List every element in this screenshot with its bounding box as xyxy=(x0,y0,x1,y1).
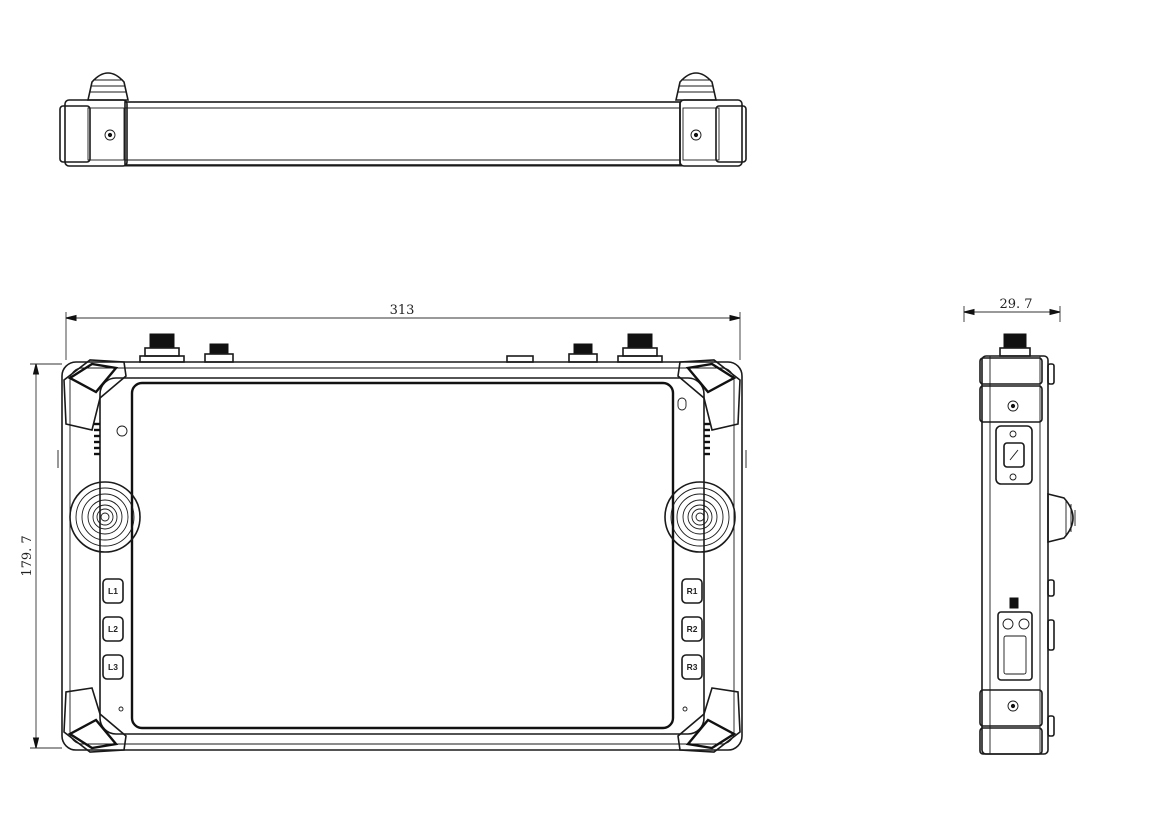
side-switch[interactable] xyxy=(1003,442,1025,468)
corner-bumper-bottom-right xyxy=(677,687,741,753)
corner-bumper-bottom-left xyxy=(63,687,127,753)
depth-value: 29. 7 xyxy=(999,297,1032,312)
front-view: L1 L2 L3 R1 R2 R3 xyxy=(20,303,747,753)
button-r3-label: R3 xyxy=(687,662,698,672)
screw-icon xyxy=(1007,700,1019,712)
top-view xyxy=(59,72,747,167)
side-view: 29. 7 xyxy=(963,297,1076,755)
antenna-connector-icon xyxy=(999,333,1031,357)
width-dimension: 313 xyxy=(65,303,741,360)
camera-sensor xyxy=(116,425,128,437)
depth-dimension: 29. 7 xyxy=(963,297,1061,322)
top-view-left-knob xyxy=(87,72,129,101)
side-port-panel xyxy=(997,611,1033,681)
button-l2-label: L2 xyxy=(108,624,118,634)
antenna-connector-icon xyxy=(139,333,185,363)
display-screen xyxy=(130,381,675,730)
screw-icon xyxy=(104,129,116,141)
side-view-knob xyxy=(1047,492,1076,544)
joystick-icon xyxy=(664,481,736,553)
top-view-right-knob xyxy=(675,72,717,101)
antenna-connector-icon xyxy=(204,343,234,363)
device-body xyxy=(61,361,743,751)
top-view-body xyxy=(124,101,681,166)
top-port xyxy=(506,355,534,363)
port-icon xyxy=(1018,618,1030,630)
joystick-icon xyxy=(69,481,141,553)
button-l1[interactable]: L1 xyxy=(102,578,124,604)
screen-bezel xyxy=(99,377,705,735)
port-icon xyxy=(1002,618,1014,630)
light-sensor xyxy=(677,397,687,411)
screw-icon xyxy=(1007,400,1019,412)
button-r1[interactable]: R1 xyxy=(681,578,703,604)
screw-icon xyxy=(690,129,702,141)
top-view-right-corner xyxy=(679,99,747,167)
indicator-led xyxy=(118,706,124,712)
speaker-grille-right xyxy=(704,422,710,456)
antenna-connector-icon xyxy=(568,343,598,363)
height-value: 179. 7 xyxy=(20,535,35,576)
button-l2[interactable]: L2 xyxy=(102,616,124,642)
speaker-grille-left xyxy=(94,422,100,456)
indicator-led xyxy=(682,706,688,712)
top-view-left-corner xyxy=(59,99,128,167)
button-l3-label: L3 xyxy=(108,662,118,672)
width-value: 313 xyxy=(390,303,415,318)
button-r2[interactable]: R2 xyxy=(681,616,703,642)
height-dimension: 179. 7 xyxy=(20,363,62,749)
button-l3[interactable]: L3 xyxy=(102,654,124,680)
side-view-body xyxy=(981,355,1049,755)
corner-bumper-top-right xyxy=(677,359,741,431)
button-r1-label: R1 xyxy=(687,586,698,596)
antenna-connector-icon xyxy=(617,333,663,363)
button-r3[interactable]: R3 xyxy=(681,654,703,680)
side-control-panel xyxy=(995,425,1033,485)
button-r2-label: R2 xyxy=(687,624,698,634)
corner-bumper-top-left xyxy=(63,359,127,431)
button-l1-label: L1 xyxy=(108,586,118,596)
